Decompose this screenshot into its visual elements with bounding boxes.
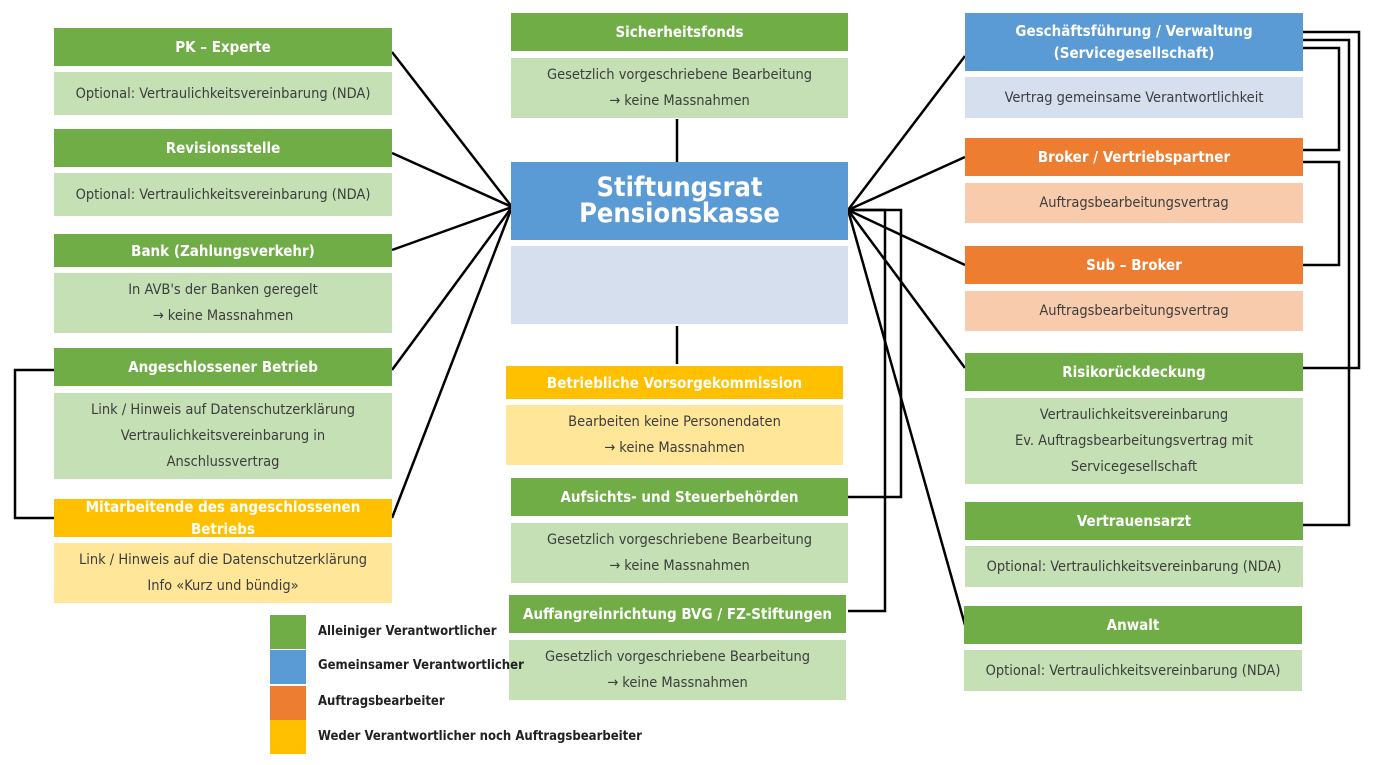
connector-betrieb-mitarbeitende [13, 368, 54, 520]
arzt-header: Vertrauensarzt [965, 502, 1303, 540]
gf-header: Geschäftsführung / Verwaltung(Serviceges… [965, 13, 1303, 71]
legend-label-weder: Weder Verantwortlicher noch Auftragsbear… [318, 729, 642, 744]
betrieb-header: Angeschlossener Betrieb [54, 348, 392, 386]
auffang-header: Auffangreinrichtung BVG / FZ-Stiftungen [509, 595, 846, 633]
aufsicht-header: Aufsichts- und Steuerbehörden [511, 478, 848, 516]
anwalt-body: Optional: Vertraulichkeitsvereinbarung (… [964, 650, 1302, 691]
risiko-header: Risikorückdeckung [965, 353, 1303, 391]
connector-bank [391, 205, 513, 252]
connector-gf-risiko [1303, 30, 1361, 370]
pk-experte-header: PK – Experte [54, 28, 392, 66]
connector-gf-arzt [1303, 38, 1351, 527]
legend-label-auftragsbearbeiter: Auftragsbearbeiter [318, 694, 445, 709]
connector-risiko [846, 209, 967, 369]
subbroker-body: Auftragsbearbeitungsvertrag [965, 291, 1303, 331]
bank-header: Bank (Zahlungsverkehr) [54, 234, 392, 267]
main-title-box: Stiftungsrat Pensionskasse [511, 162, 848, 240]
legend-swatch-weder [270, 720, 306, 754]
sicherheitsfonds-header: Sicherheitsfonds [511, 13, 848, 51]
anwalt-header: Anwalt [964, 606, 1302, 644]
mitarbeitende-body: Link / Hinweis auf die Datenschutzerklär… [54, 543, 392, 603]
revision-body: Optional: Vertraulichkeitsvereinbarung (… [54, 173, 392, 216]
vorsorge-body: Bearbeiten keine Personendaten→ keine Ma… [506, 405, 843, 465]
connector-gf [847, 55, 966, 211]
connector-mitarbeitende [390, 206, 514, 519]
subbroker-header: Sub – Broker [965, 246, 1303, 284]
connector-gf-subbroker [1303, 46, 1341, 152]
legend-swatch-auftragsbearbeiter [270, 686, 306, 720]
mitarbeitende-header: Mitarbeitende des angeschlossenen Betrie… [54, 498, 392, 538]
revision-header: Revisionsstelle [54, 129, 392, 167]
legend-label-gemeinsamer: Gemeinsamer Verantwortlicher [318, 658, 524, 673]
legend-swatch-gemeinsamer [270, 650, 306, 684]
connector-broker [847, 155, 966, 212]
auffang-body: Gesetzlich vorgeschriebene Bearbeitung→ … [509, 640, 846, 700]
connector-anwalt [846, 209, 967, 626]
connector-revision [391, 151, 513, 209]
sicherheitsfonds-body: Gesetzlich vorgeschriebene Bearbeitung→ … [511, 58, 848, 118]
gf-body: Vertrag gemeinsame Verantwortlichkeit [965, 77, 1303, 118]
aufsicht-body: Gesetzlich vorgeschriebene Bearbeitung→ … [511, 523, 848, 583]
broker-body: Auftragsbearbeitungsvertrag [965, 183, 1303, 223]
connector-broker-subbroker [1303, 160, 1341, 267]
legend-swatch-alleiniger [270, 615, 306, 649]
connector-betrieb [390, 206, 514, 371]
connector-subbroker [847, 208, 966, 267]
pk-experte-body: Optional: Vertraulichkeitsvereinbarung (… [54, 72, 392, 115]
bank-body: In AVB's der Banken geregelt→ keine Mass… [54, 273, 392, 333]
arzt-body: Optional: Vertraulichkeitsvereinbarung (… [965, 546, 1303, 587]
broker-header: Broker / Vertriebspartner [965, 138, 1303, 176]
vorsorge-header: Betriebliche Vorsorgekommission [506, 366, 843, 399]
main-body-box [511, 246, 848, 324]
connector-pk [391, 51, 513, 208]
legend-label-alleiniger: Alleiniger Verantwortlicher [318, 624, 497, 639]
connector-aufsicht [848, 208, 903, 499]
connector-auffang [848, 208, 887, 613]
